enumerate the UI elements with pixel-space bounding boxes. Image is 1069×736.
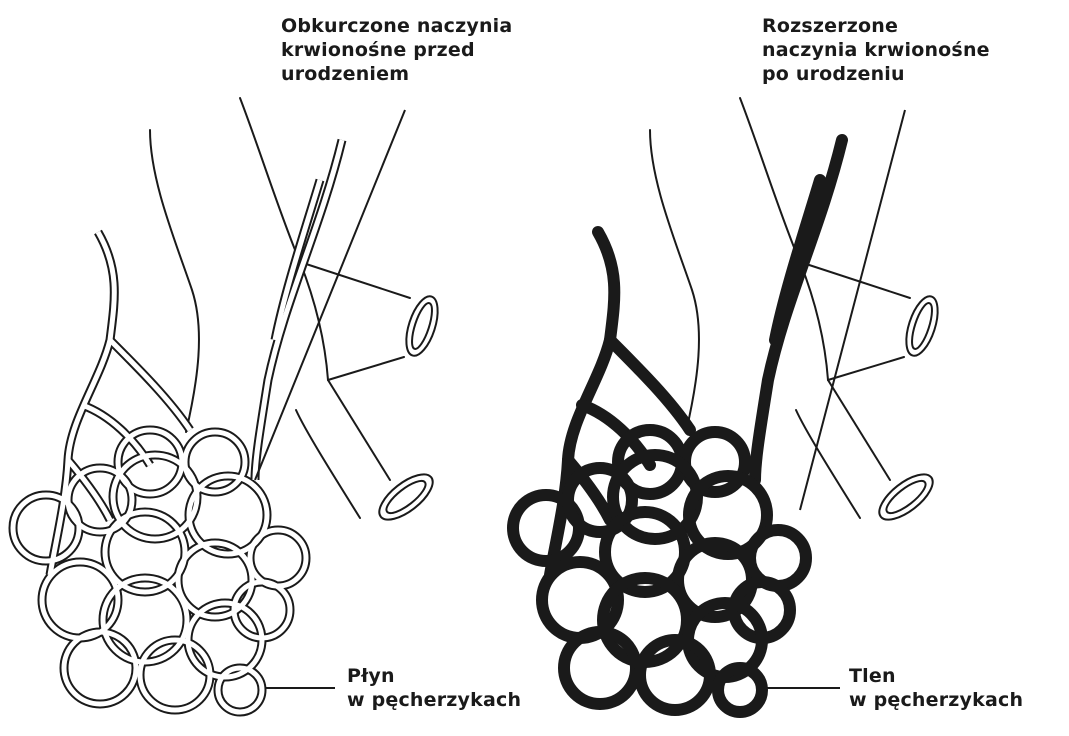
- right-cluster: [513, 140, 842, 712]
- leader-line: [255, 110, 405, 480]
- left-panel: [13, 98, 444, 712]
- left-alveoli-label: Płyn w pęcherzykach: [347, 664, 521, 712]
- right-vessel-label: Rozszerzone naczynia krwionośne po urodz…: [762, 14, 990, 86]
- left-cluster-outer: [13, 140, 342, 712]
- left-cluster-inner: [13, 140, 342, 712]
- right-alveoli-label: Tlen w pęcherzykach: [849, 664, 1023, 712]
- right-panel: [513, 98, 944, 712]
- left-vessel-label: Obkurczone naczynia krwionośne przed uro…: [281, 14, 512, 86]
